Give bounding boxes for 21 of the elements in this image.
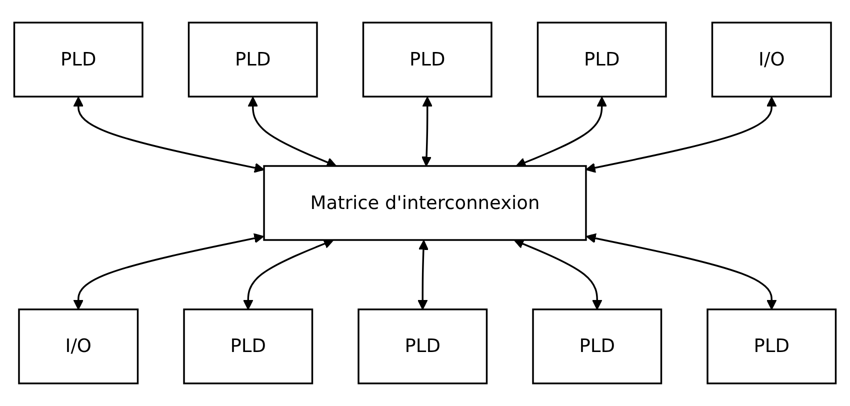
arrow xyxy=(421,96,432,166)
node-box: Matrice d'interconnexion xyxy=(263,165,587,241)
arrow xyxy=(248,96,337,168)
node-box: I/O xyxy=(18,308,139,384)
arrow xyxy=(243,238,334,310)
arrow xyxy=(73,96,264,173)
node-box: PLD xyxy=(13,22,144,98)
node-box: I/O xyxy=(711,22,832,98)
arrow xyxy=(418,240,429,310)
node-box: PLD xyxy=(362,22,492,98)
node-box: PLD xyxy=(358,308,488,384)
node-box: PLD xyxy=(188,22,318,98)
arrow xyxy=(586,233,777,310)
node-box: PLD xyxy=(706,308,837,384)
arrow xyxy=(516,96,607,168)
node-box: PLD xyxy=(532,308,662,384)
node-box: PLD xyxy=(183,308,314,384)
arrow xyxy=(73,233,264,310)
arrow xyxy=(586,96,777,173)
node-box: PLD xyxy=(536,22,667,98)
arrow xyxy=(514,239,602,310)
